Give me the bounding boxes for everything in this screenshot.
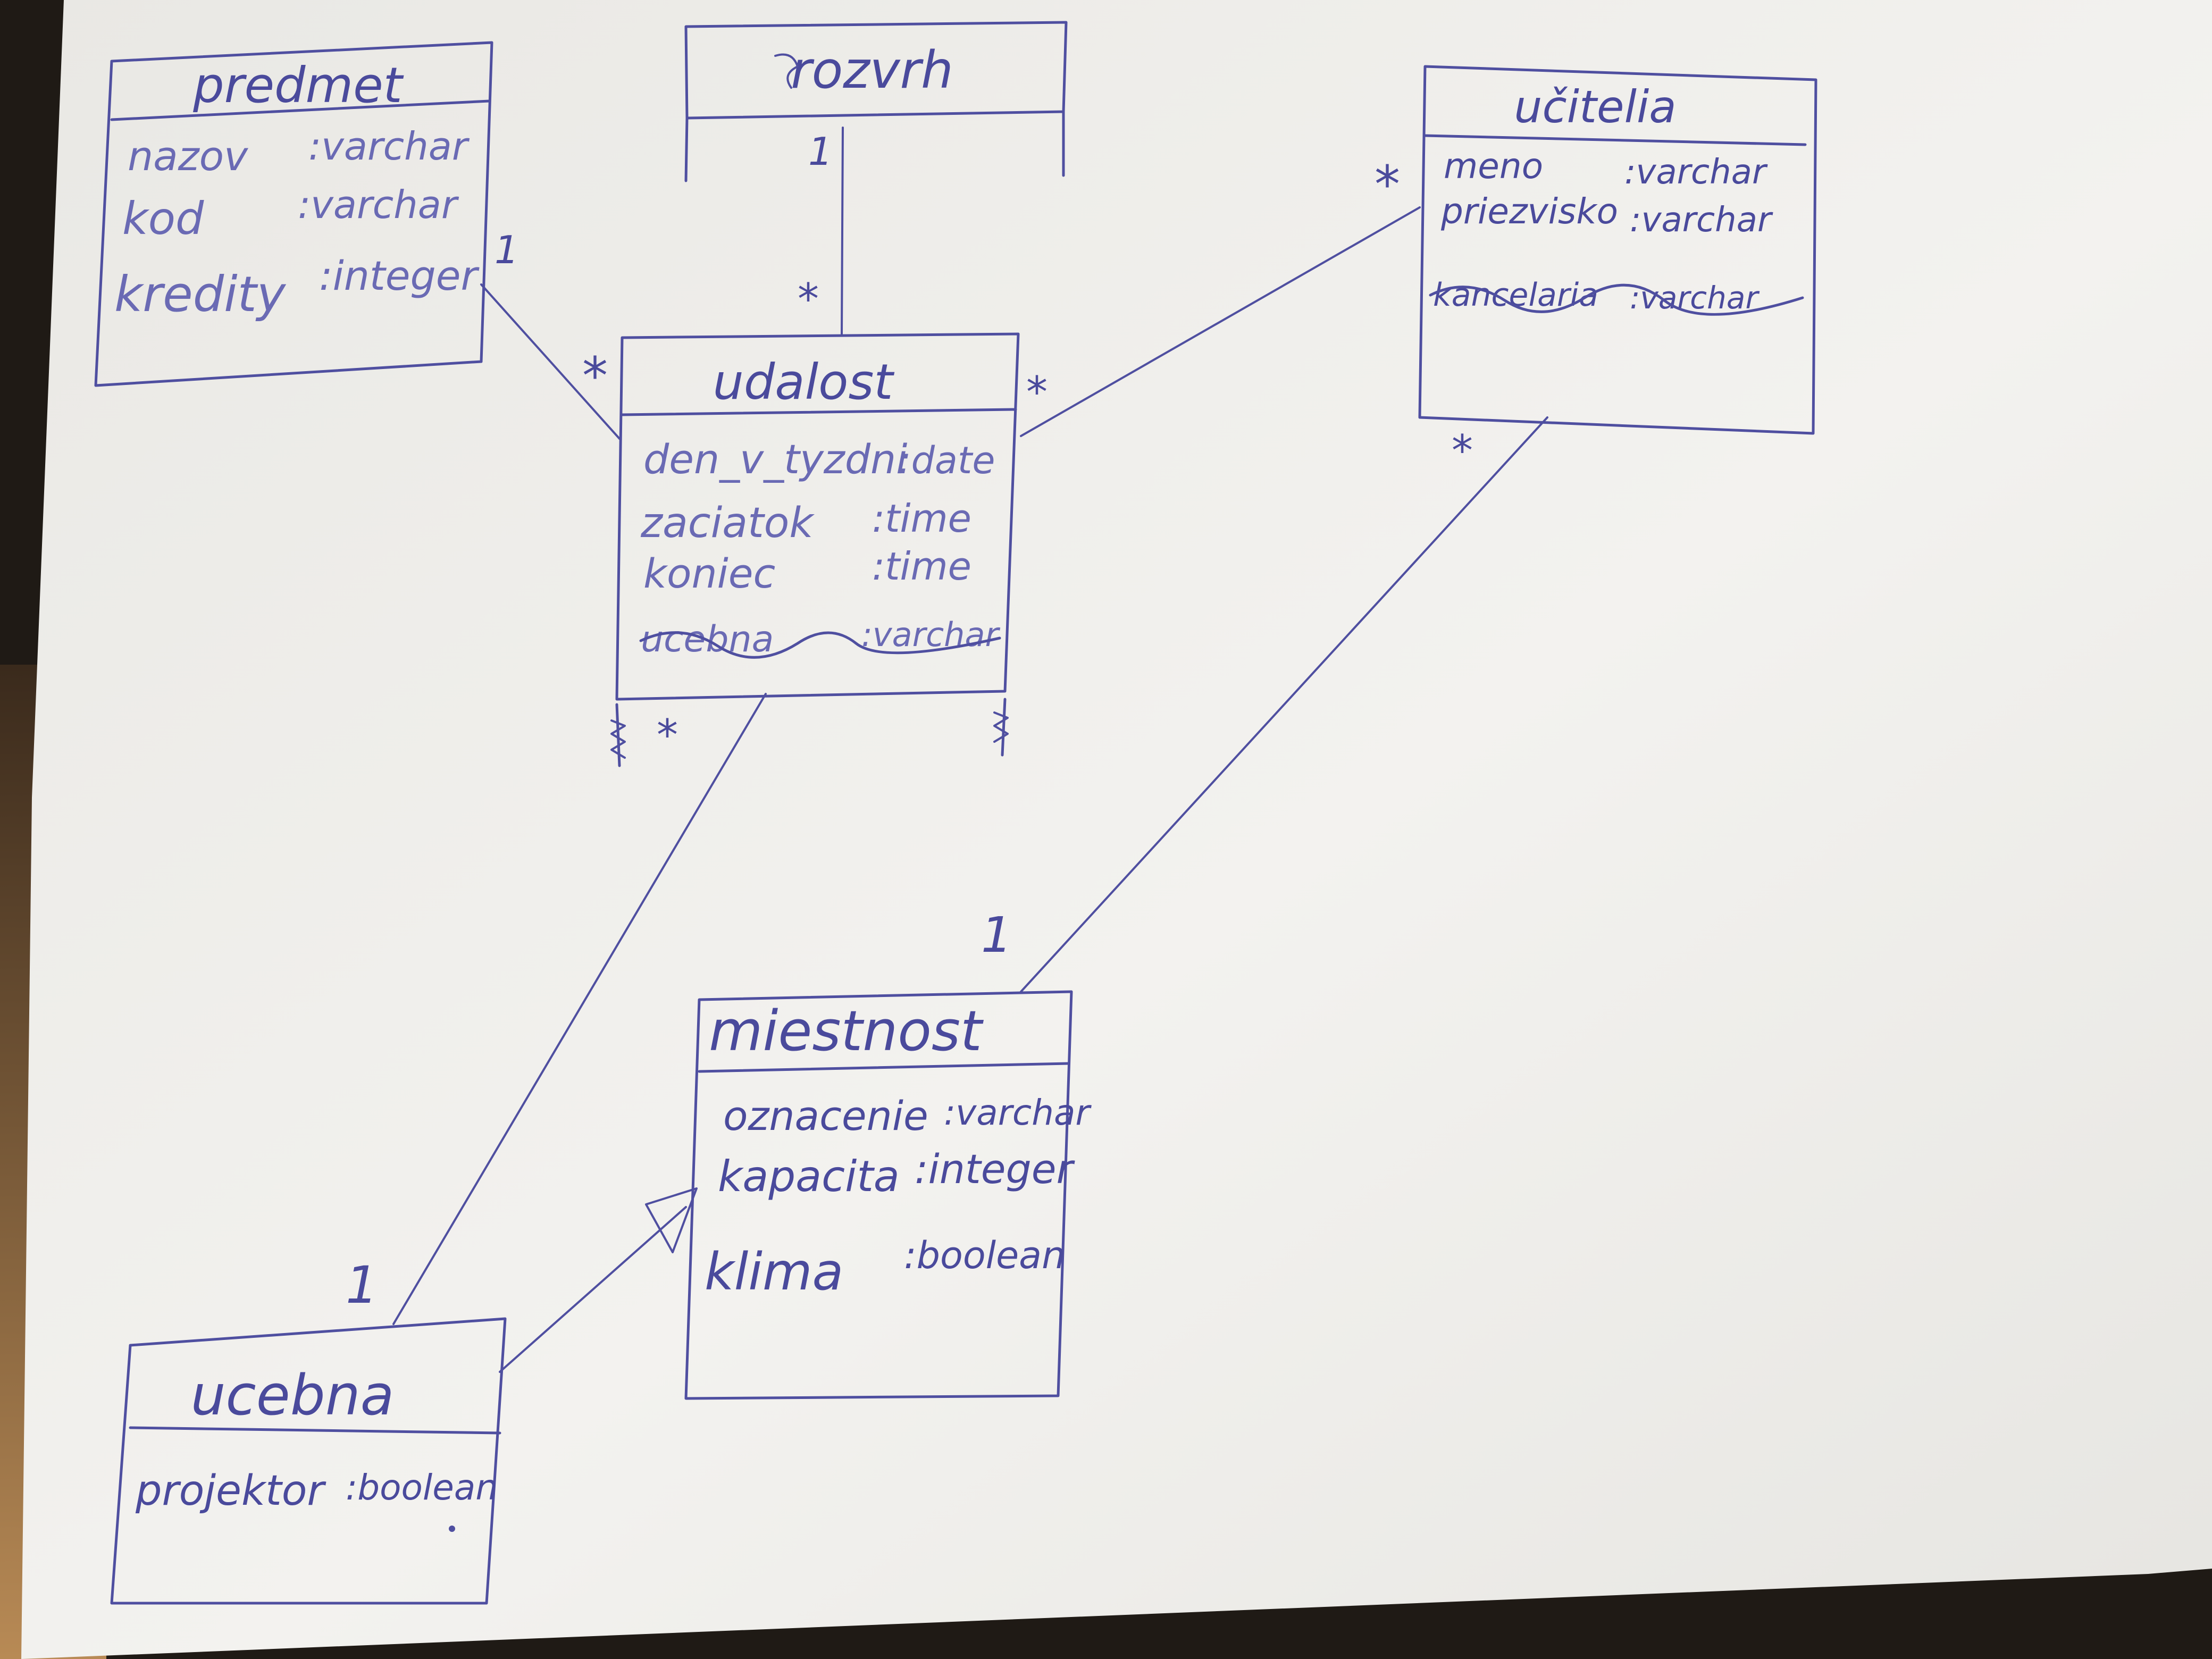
line-ucitelia-miestnost [1020, 416, 1548, 993]
attribute-type: :varchar [944, 1092, 1092, 1133]
strike-scribble [1429, 283, 1804, 316]
class-name-ucitelia: učitelia [1514, 81, 1677, 133]
struck-attribute-type: :varchar [861, 615, 1000, 654]
attribute-type: :integer [319, 252, 480, 299]
line-udalost-ucebna [392, 693, 767, 1325]
attribute-name: nazov [128, 132, 248, 180]
class-box-ucitelia [1418, 65, 1817, 435]
class-box-udalost [615, 332, 1020, 767]
attribute-name: kod [122, 192, 204, 245]
multiplicity-label: 1 [346, 1255, 378, 1315]
attribute-name: oznacenie [723, 1092, 928, 1139]
struck-attribute-name: kancelaria [1433, 276, 1598, 314]
ucebna-attributes: projektor :boolean [135, 1467, 498, 1515]
attribute-name: koniec [643, 550, 775, 597]
class-box-rozvrh [684, 21, 1068, 182]
class-name-rozvrh: rozvrh [791, 40, 953, 100]
attribute-type: :time [872, 496, 971, 541]
multiplicity-label: 1 [495, 228, 519, 272]
attribute-name: meno [1444, 146, 1543, 187]
multiplicity-label: 1 [981, 907, 1012, 963]
line-ucebna-miestnost-generalization [499, 1206, 687, 1373]
multiplicity-label: * [657, 710, 678, 760]
multiplicity-labels: 1 * 1 * * * * 1 * 1 [346, 129, 1473, 1315]
zigzag-mark [610, 719, 626, 759]
attribute-name: zaciatok [640, 499, 815, 547]
attribute-type: :integer [915, 1145, 1075, 1193]
line-predmet-udalost [480, 283, 621, 440]
attribute-name: priezvisko [1440, 191, 1618, 232]
predmet-attributes: nazov :varchar kod :varchar kredity :int… [114, 124, 480, 323]
strike-scribble [639, 631, 1001, 659]
attribute-name: den_v_tyzdni [643, 435, 907, 483]
attribute-type: :time [872, 544, 971, 589]
attribute-type: :varchar [1630, 200, 1773, 240]
pen-marks [449, 53, 1009, 1532]
multiplicity-label: * [1026, 367, 1048, 417]
attribute-type: :boolean [346, 1467, 498, 1508]
attribute-type: :boolean [904, 1234, 1065, 1277]
class-name-predmet: predmet [192, 57, 404, 114]
class-box-miestnost [684, 990, 1073, 1400]
multiplicity-label: * [582, 346, 608, 406]
multiplicity-label: * [1452, 426, 1473, 475]
pen-scribble [774, 53, 799, 89]
class-boxes [94, 21, 1817, 1605]
class-name-ucebna: ucebna [191, 1363, 395, 1428]
miestnost-attributes: oznacenie :varchar kapacita :integer kli… [705, 1092, 1092, 1302]
struck-attribute-type: :varchar [1630, 280, 1759, 316]
pen-dot [449, 1526, 455, 1532]
class-box-ucebna [110, 1317, 507, 1605]
attribute-type: :date [899, 439, 995, 482]
attribute-name: kredity [114, 266, 287, 323]
attribute-type: :varchar [1624, 153, 1768, 192]
zigzag-mark [993, 711, 1009, 743]
ucitelia-attributes: meno :varchar priezvisko :varchar kancel… [1429, 146, 1804, 316]
attribute-name: projektor [135, 1467, 326, 1515]
class-name-udalost: udalost [713, 354, 895, 410]
multiplicity-label: * [1375, 155, 1400, 214]
class-name-miestnost: miestnost [709, 999, 984, 1063]
attribute-name: kapacita [718, 1152, 900, 1201]
udalost-attributes: den_v_tyzdni :date zaciatok :time koniec… [639, 435, 1001, 660]
attribute-name: klima [705, 1242, 843, 1302]
class-names: predmet rozvrh učitelia udalost miestnos… [191, 40, 1677, 1428]
multiplicity-label: * [798, 274, 819, 324]
relationship-lines [392, 127, 1548, 1373]
line-rozvrh-udalost [841, 127, 844, 335]
multiplicity-label: 1 [808, 129, 833, 174]
generalization-triangle [645, 1187, 698, 1253]
class-box-predmet [94, 41, 493, 387]
paper-sheet [21, 0, 2212, 1659]
attribute-type: :varchar [298, 182, 459, 227]
attribute-type: :varchar [308, 124, 470, 169]
line-ucitelia-udalost [1020, 206, 1421, 437]
